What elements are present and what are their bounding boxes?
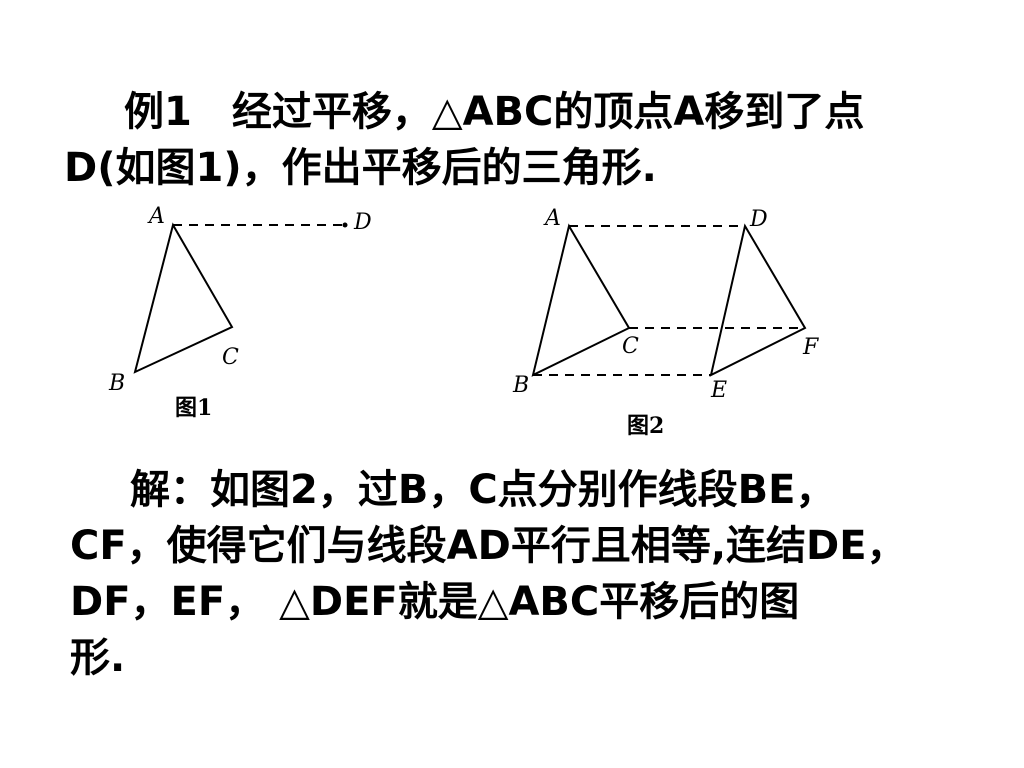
figure-1-caption: 图1 [175,395,212,421]
label-c: C [622,334,639,359]
label-e: E [710,378,727,403]
solution-line-1: 解：如图2，过B，C点分别作线段BE， [130,467,836,513]
solution-line-4: 形. [70,635,126,681]
label-b: B [108,371,125,396]
problem-statement: 例1 经过平移，△ABC的顶点A移到了点 D(如图1)，作出平移后的三角形. [64,84,994,196]
problem-line-1: 例1 经过平移，△ABC的顶点A移到了点 [124,89,865,135]
point-d [342,222,348,228]
figure-1: A B C D 图1 [108,204,372,421]
solution-text: 解：如图2，过B，C点分别作线段BE， CF，使得它们与线段AD平行且相等,连结… [70,462,1000,686]
label-f: F [802,335,819,360]
triangle-abc [133,222,234,374]
label-c: C [222,345,239,370]
figure-2: A B C D E F 图2 [512,206,819,439]
problem-line-2: D(如图1)，作出平移后的三角形. [64,145,657,191]
solution-line-2: CF，使得它们与线段AD平行且相等,连结DE， [70,523,907,569]
triangle-abc [531,223,631,377]
label-d: D [749,207,768,232]
solution-line-3: DF，EF， △DEF就是△ABC平移后的图 [70,579,800,625]
label-a: A [147,204,165,229]
label-d: D [353,210,372,235]
label-a: A [543,206,561,231]
triangle-def [709,223,807,377]
figure-2-caption: 图2 [627,413,664,439]
label-b: B [512,373,529,398]
